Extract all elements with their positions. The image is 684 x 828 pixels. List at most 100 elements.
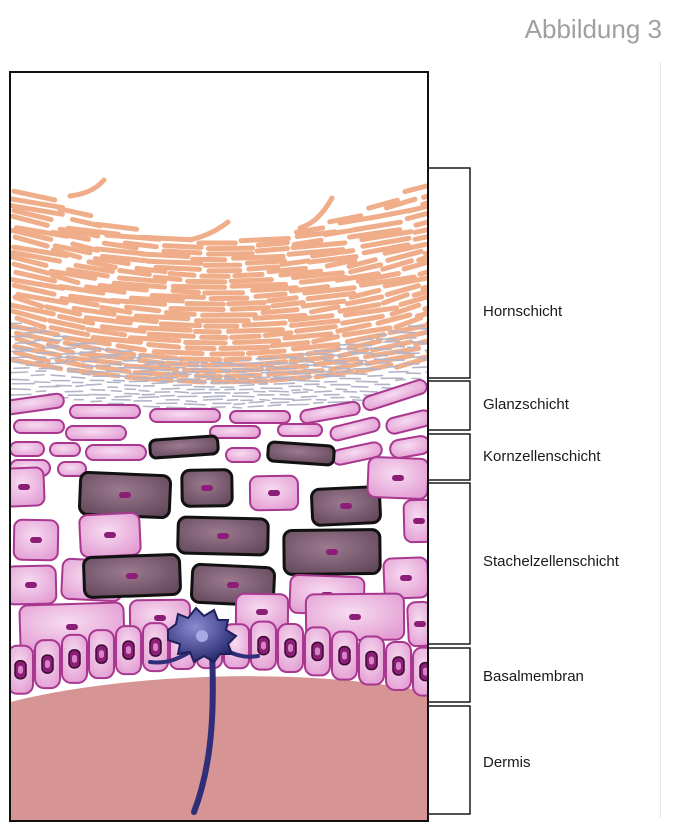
- horn-flake: [132, 370, 190, 378]
- glanz-streak: [163, 373, 177, 376]
- glanz-streak: [227, 364, 246, 367]
- glanz-streak: [299, 352, 313, 356]
- glanz-streak: [314, 349, 336, 353]
- glanz-streak: [222, 370, 233, 373]
- glanz-streak: [351, 352, 373, 355]
- glanz-streak: [259, 365, 274, 368]
- glanz-streak: [10, 371, 29, 374]
- horn-flake: [158, 321, 203, 329]
- glanz-streak: [361, 338, 374, 341]
- diagram-frame: [9, 71, 429, 822]
- glanz-streak: [378, 348, 392, 351]
- horn-flake: [253, 291, 288, 300]
- horn-flake: [101, 240, 139, 251]
- horn-flake: [192, 328, 222, 335]
- glanz-streak: [253, 376, 271, 379]
- glanz-streak: [49, 357, 61, 360]
- horn-flake: [99, 253, 151, 264]
- glanz-streak: [75, 384, 85, 388]
- horn-flake: [384, 283, 422, 297]
- cell-nucleus: [326, 549, 338, 555]
- glanz-streak: [334, 367, 352, 370]
- horn-flake: [218, 344, 271, 352]
- glanz-streak: [142, 405, 161, 408]
- horn-flake: [257, 352, 305, 361]
- horn-flake: [95, 364, 132, 375]
- horn-flake: [109, 297, 168, 307]
- glanz-streak: [233, 381, 251, 384]
- cell-nucleus: [340, 503, 352, 509]
- label-basalmembran: Basalmembran: [483, 668, 584, 685]
- horn-flake: [10, 253, 49, 268]
- horn-flake: [308, 304, 341, 315]
- horn-flake: [228, 277, 274, 284]
- cell-nucleus: [104, 532, 116, 538]
- horn-flake: [305, 290, 357, 302]
- cell-nucleus: [119, 492, 131, 498]
- horn-flake: [92, 256, 131, 267]
- horn-flake: [12, 234, 50, 249]
- cell-nucleus: [25, 582, 37, 588]
- glanz-streak: [35, 390, 47, 393]
- horn-flake: [260, 307, 300, 316]
- glanz-streak: [300, 360, 315, 364]
- glanz-streak: [391, 350, 404, 353]
- horn-flake: [252, 312, 308, 321]
- cell-nucleus: [414, 621, 426, 627]
- glanz-streak: [226, 398, 239, 402]
- glanz-streak: [231, 406, 243, 409]
- granular-dark-cells: [148, 434, 336, 467]
- cell-nucleus: [30, 537, 42, 543]
- horn-flake: [146, 342, 182, 350]
- horn-flake: [404, 210, 428, 222]
- horn-flake: [10, 196, 66, 211]
- horn-flake: [86, 259, 118, 270]
- horn-flake: [48, 325, 91, 338]
- horn-flake: [65, 225, 121, 237]
- glanz-streak: [38, 367, 62, 370]
- glanz-streak: [185, 400, 198, 403]
- nucleolus: [126, 646, 131, 655]
- horn-flake: [128, 295, 185, 304]
- horn-flake: [398, 294, 428, 307]
- horn-flake: [161, 243, 204, 250]
- horn-flake: [282, 331, 334, 341]
- glanz-streak: [253, 380, 267, 383]
- horn-flake: [340, 313, 385, 326]
- horn-flake: [122, 240, 159, 250]
- glanz-streak: [35, 351, 56, 354]
- horn-flake: [278, 268, 324, 278]
- horn-flake: [134, 265, 168, 275]
- glanz-streak: [62, 360, 77, 363]
- glanz-streak: [421, 343, 428, 345]
- glanz-streak: [407, 346, 417, 349]
- glanz-streak: [302, 388, 314, 392]
- horn-flake: [351, 219, 403, 233]
- glanz-streak: [25, 327, 37, 330]
- horn-flake: [310, 248, 356, 259]
- nucleolus: [45, 660, 50, 669]
- glanz-streak: [221, 375, 233, 378]
- horn-flake: [94, 221, 140, 232]
- glanz-streak: [10, 378, 30, 381]
- glanz-streak: [82, 365, 100, 368]
- glanz-streak: [370, 354, 388, 357]
- horn-flake: [254, 245, 291, 254]
- glanz-streak: [373, 358, 394, 361]
- label-glanzschicht: Glanzschicht: [483, 396, 569, 413]
- glanz-streak: [270, 401, 290, 404]
- horn-flake: [229, 281, 289, 289]
- horn-flake: [246, 264, 281, 272]
- horn-flake: [232, 271, 265, 279]
- horn-flake: [10, 249, 63, 264]
- horn-flake: [152, 274, 183, 283]
- glanz-streak: [212, 364, 225, 367]
- horn-flake: [11, 244, 70, 259]
- horn-flake: [225, 327, 285, 334]
- horn-flake: [11, 261, 51, 276]
- horn-flake: [385, 248, 424, 263]
- glanz-streak: [70, 376, 86, 379]
- glanz-streak: [286, 403, 310, 406]
- horn-flake: [70, 241, 101, 253]
- horn-flake: [359, 229, 414, 243]
